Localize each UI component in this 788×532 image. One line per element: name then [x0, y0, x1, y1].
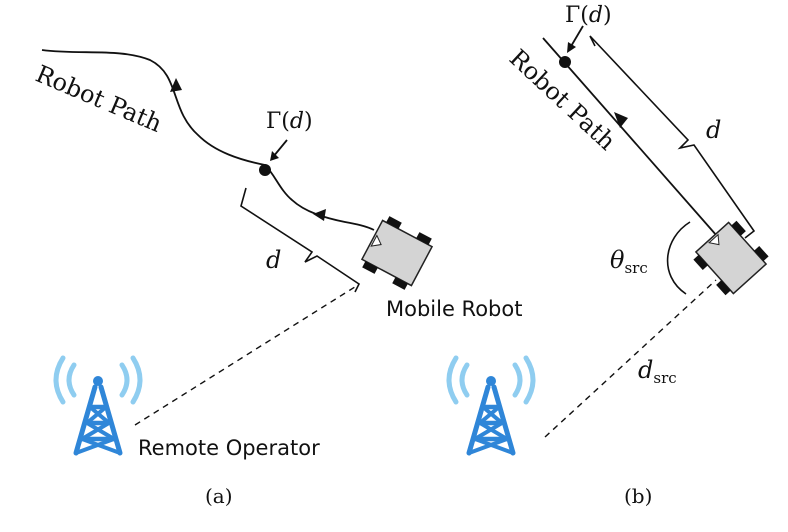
robot-path-b: [542, 37, 718, 237]
mobile-robot-a: [357, 213, 437, 293]
robot-path-label-a: Robot Path: [32, 60, 166, 138]
theta-arc: [666, 221, 691, 295]
gamma-arrowhead-b: [567, 42, 576, 53]
panel-a: Robot Path Γ(d) d Mobile Robot Remote Op…: [32, 49, 522, 508]
path-arrow-b: [614, 112, 628, 128]
distance-brace-a: [240, 187, 361, 293]
d-src-label: dsrc: [638, 356, 677, 387]
theta-src-label: θsrc: [610, 246, 648, 277]
gamma-point-a: [259, 164, 271, 176]
gamma-arrowhead-a: [270, 151, 279, 161]
mobile-robot-b: [689, 217, 773, 299]
operator-tower-a: [56, 358, 140, 453]
operator-tower-b: [449, 358, 533, 453]
path-arrow-lower-a: [313, 209, 326, 221]
caption-a: (a): [205, 484, 233, 508]
remote-operator-label: Remote Operator: [138, 436, 320, 460]
caption-b: (b): [624, 484, 652, 508]
gamma-arrow-b: [569, 25, 584, 49]
gamma-label-b: Γ(d): [565, 3, 612, 28]
d-label-a: d: [266, 246, 281, 274]
panel-b: Robot Path Γ(d) d θsrc dsrc (b): [449, 3, 773, 508]
gamma-point-b: [559, 56, 571, 68]
gamma-arrow-a: [272, 139, 288, 158]
path-arrow-upper-a: [170, 78, 182, 92]
comm-link-a: [134, 284, 359, 426]
gamma-label-a: Γ(d): [266, 109, 313, 134]
robot-path-a: [41, 49, 375, 231]
distance-brace-b: [589, 35, 756, 239]
comm-link-b: [544, 279, 717, 438]
d-label-b: d: [706, 116, 721, 144]
mobile-robot-label: Mobile Robot: [386, 297, 522, 321]
